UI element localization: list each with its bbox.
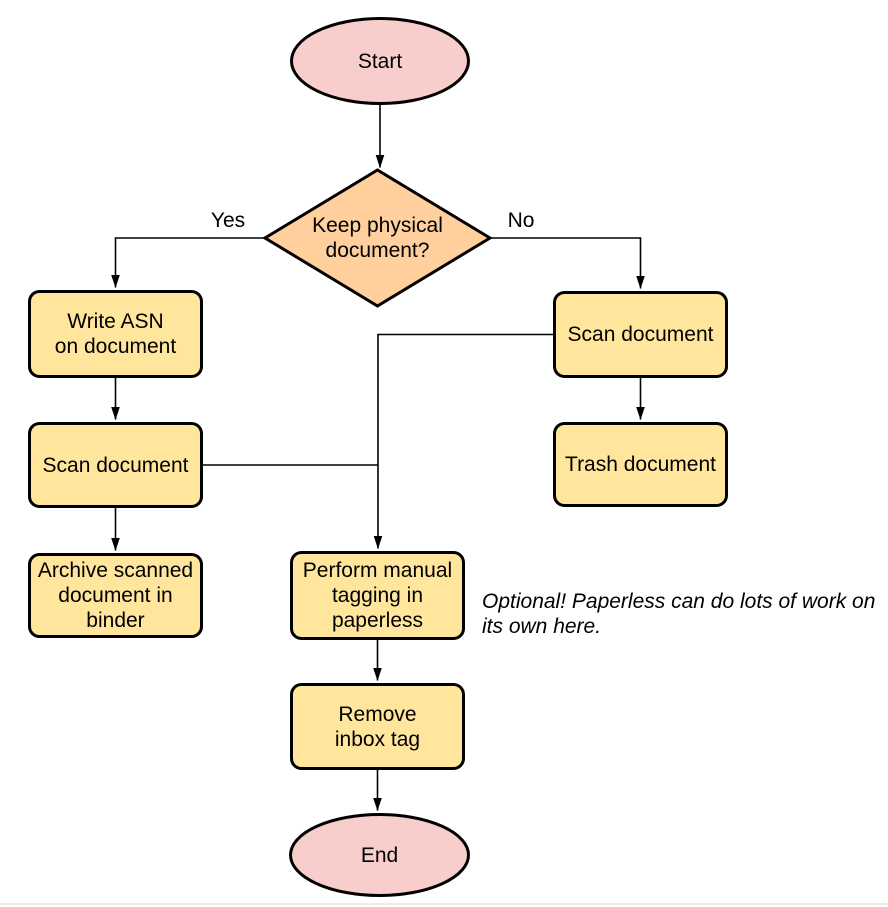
edge-decision-yes: [111, 237, 265, 288]
yes-edge-label: Yes: [210, 209, 246, 232]
bottom-edge-line: [0, 903, 888, 905]
edge-scanright-to-tagging: [373, 333, 553, 549]
scan-document-left-node: [28, 422, 203, 508]
start-node: [290, 17, 470, 105]
scan-document-right-node: [553, 291, 728, 378]
optional-note: Optional! Paperless can do lots of work …: [482, 590, 876, 638]
write-asn-node: [28, 290, 203, 378]
trash-document-node: [553, 422, 728, 507]
end-node: [289, 813, 470, 897]
archive-node: [28, 553, 203, 638]
remove-inbox-tag-node: [290, 683, 465, 770]
edge-decision-no: [490, 237, 645, 289]
decision-node: [262, 168, 493, 308]
no-edge-label: No: [507, 209, 535, 232]
perform-tagging-node: [290, 551, 465, 640]
